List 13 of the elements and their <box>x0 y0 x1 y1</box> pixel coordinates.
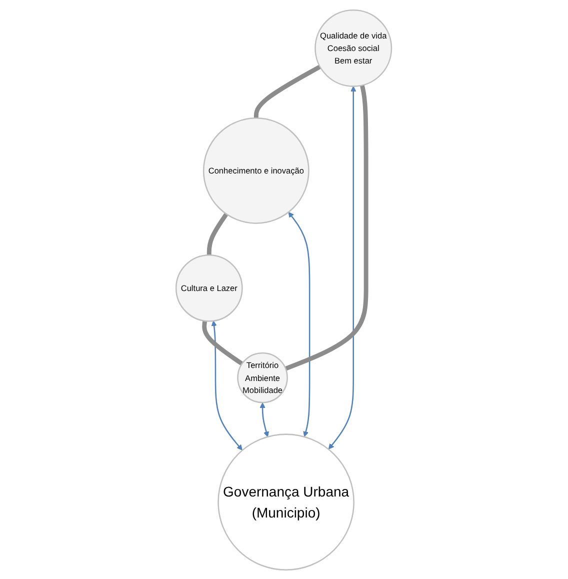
arrow <box>288 211 310 436</box>
connector <box>207 212 228 255</box>
node-circle: Governança Urbana (Municipio) <box>218 433 355 570</box>
node-circle: Qualidade de vida Coesão social Bem estar <box>314 8 392 86</box>
node-circle: Conhecimento e inovação <box>203 116 310 224</box>
arrow <box>328 86 356 449</box>
connector <box>284 84 369 370</box>
arrow <box>260 402 270 437</box>
connector <box>254 64 322 118</box>
node-circle: Território Ambiente Mobilidade <box>237 352 288 403</box>
node-circle: Cultura e Lazer <box>176 254 244 322</box>
connector <box>202 320 244 366</box>
arrow <box>212 320 243 450</box>
